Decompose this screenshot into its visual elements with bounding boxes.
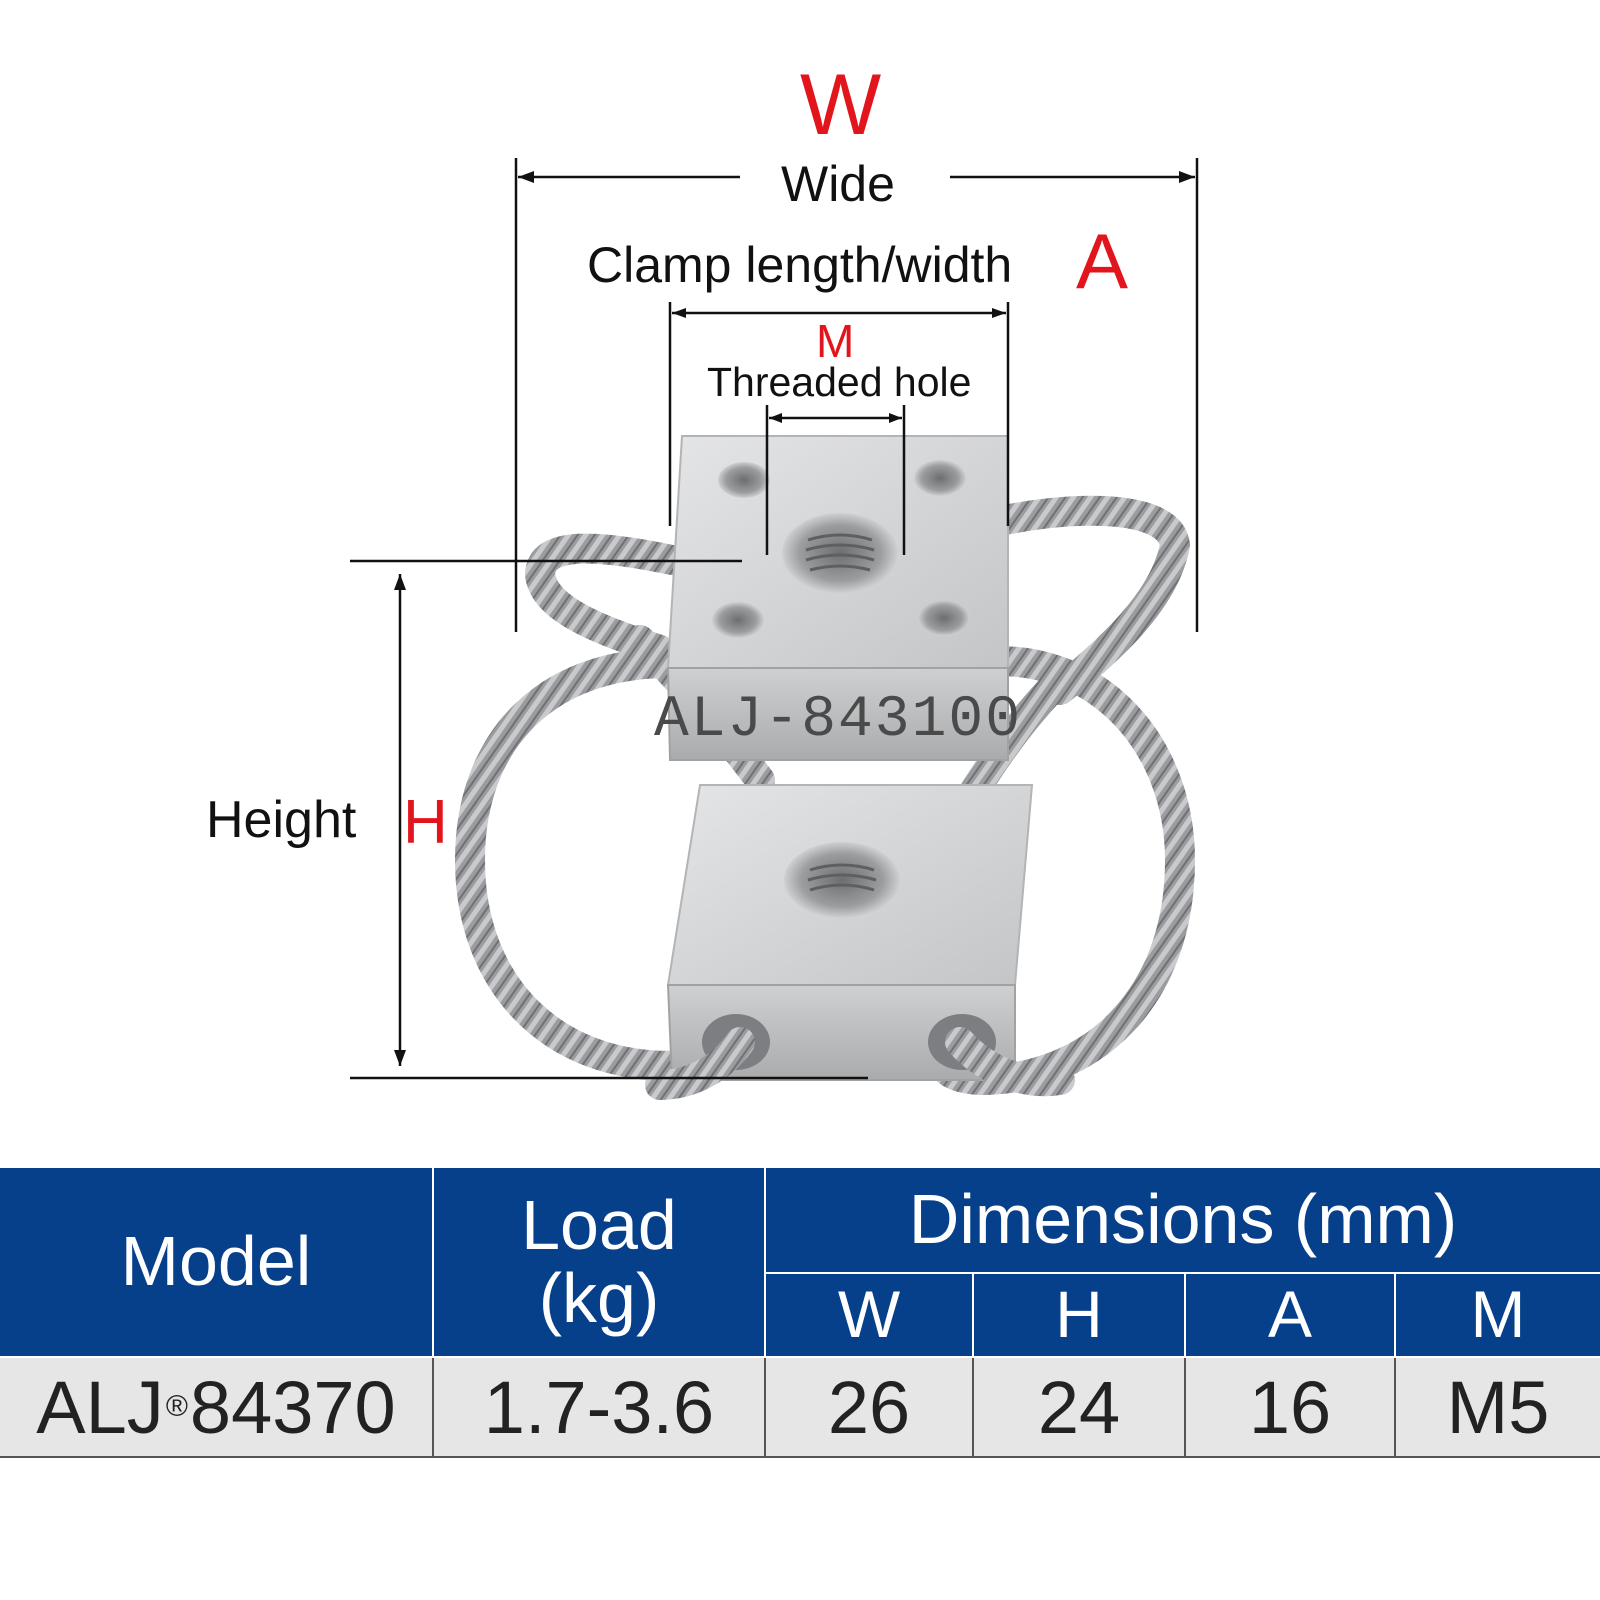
wire-rope-isolator-illustration: ALJ-843100: [350, 158, 1199, 1100]
header-load-line2: (kg): [538, 1259, 660, 1337]
header-load: Load (kg): [434, 1168, 764, 1356]
upper-clamp-block: ALJ-843100: [654, 435, 1022, 761]
header-dim-w: W: [766, 1274, 972, 1356]
thread-lines-upper: [805, 533, 875, 572]
width-symbol: W: [800, 57, 882, 153]
header-dim-m: M: [1396, 1274, 1600, 1356]
w-arrow-right: [1179, 171, 1195, 183]
row-divider-bottom: [0, 1456, 1600, 1458]
cell-load: 1.7-3.6: [434, 1358, 764, 1456]
thread-symbol: M: [816, 315, 855, 367]
col-divider-3: [972, 1358, 974, 1456]
col-divider-2: [764, 1358, 766, 1456]
height-symbol: H: [403, 788, 448, 857]
specification-table: Model Load (kg) Dimensions (mm) W H A M …: [0, 1168, 1600, 1462]
product-marking: ALJ-843100: [654, 688, 1022, 753]
height-caption: Height: [206, 791, 357, 849]
cell-a: 16: [1186, 1358, 1394, 1456]
mount-hole-top-left: [718, 462, 770, 498]
w-arrow-left: [518, 171, 534, 183]
wire-rope-upper-right: [990, 495, 1191, 705]
mount-hole-bottom-right: [918, 600, 970, 636]
dimension-lines: [350, 158, 1199, 1080]
header-dimensions: Dimensions (mm): [766, 1168, 1600, 1272]
registered-mark: ®: [165, 1390, 188, 1423]
row-divider-top: [0, 1356, 1600, 1358]
cell-model: ALJ®84370: [0, 1358, 432, 1456]
header-load-line1: Load: [521, 1185, 677, 1264]
clamp-caption: Clamp length/width: [587, 237, 1013, 293]
thread-caption: Threaded hole: [707, 359, 972, 405]
wire-rope-front: [645, 1027, 1075, 1100]
wire-rope-center-cross-2: [960, 665, 1075, 805]
m-arrow-left: [769, 413, 782, 423]
h-arrow-top: [394, 574, 406, 590]
a-arrow-right: [992, 308, 1006, 318]
a-arrow-left: [672, 308, 686, 318]
col-divider-4: [1184, 1358, 1186, 1456]
upper-block-front-face: [666, 667, 1009, 761]
cell-m: M5: [1396, 1358, 1600, 1456]
threaded-hole-lower: [784, 842, 900, 918]
model-prefix: ALJ: [36, 1365, 164, 1449]
clamp-symbol: A: [1076, 217, 1129, 305]
thread-lines-lower: [807, 863, 877, 892]
cell-w: 26: [766, 1358, 972, 1456]
h-arrow-bottom: [394, 1050, 406, 1066]
mount-hole-bottom-left: [712, 602, 764, 638]
wire-rope-upper-left: [524, 533, 687, 665]
col-divider-5: [1394, 1358, 1396, 1456]
m-arrow-right: [889, 413, 902, 423]
header-dim-a: A: [1186, 1274, 1394, 1356]
lower-clamp-block: [666, 784, 1034, 1081]
col-divider-1: [432, 1358, 434, 1456]
threaded-hole-upper: [782, 513, 898, 593]
model-number: 84370: [189, 1365, 396, 1449]
header-dim-h: H: [974, 1274, 1184, 1356]
cell-h: 24: [974, 1358, 1184, 1456]
isolator-diagram: ALJ-843100: [206, 57, 1199, 1100]
mount-hole-top-right: [914, 460, 966, 496]
header-divider: [766, 1272, 1600, 1274]
width-caption: Wide: [781, 156, 895, 212]
header-model: Model: [0, 1168, 432, 1356]
